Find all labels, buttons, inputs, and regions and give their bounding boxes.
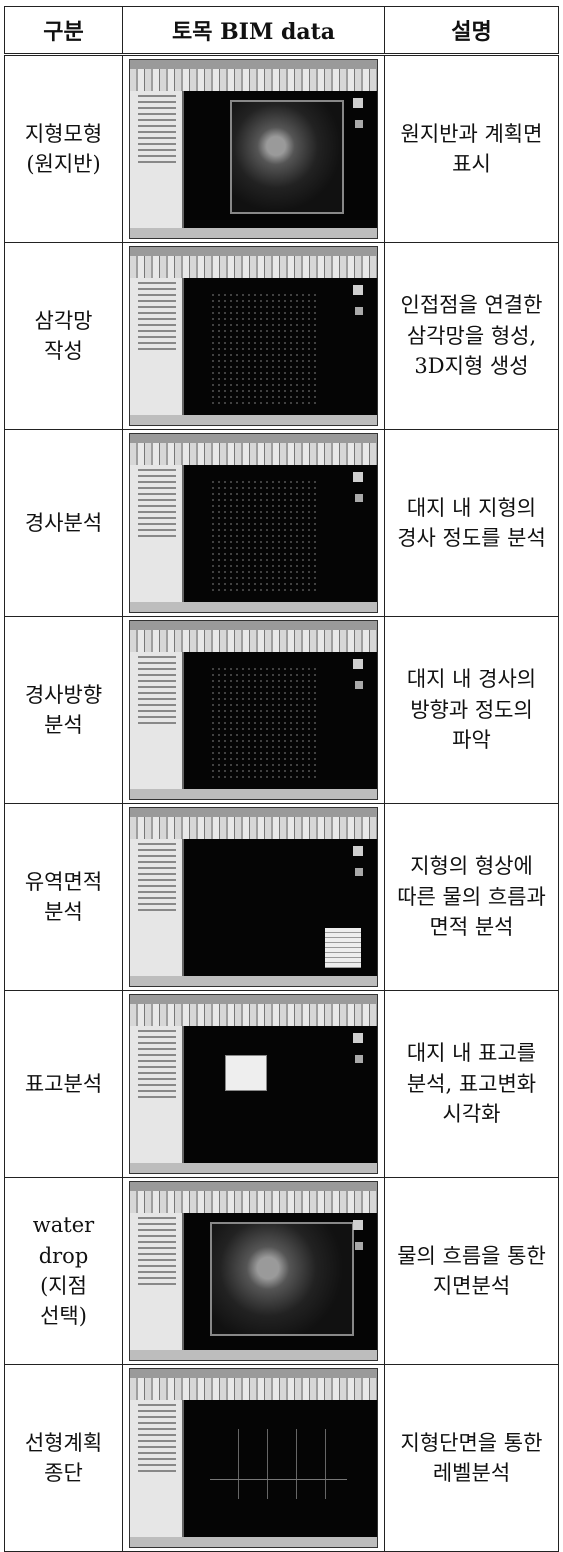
row-description: 대지 내 표고를 분석, 표고변화 시각화: [384, 990, 559, 1178]
row-category: 표고분석: [4, 990, 123, 1178]
table-header-row: 구분 토목 BIM data 설명: [4, 6, 559, 55]
row-description: 인접점을 연결한 삼각망을 형성, 3D지형 생성: [384, 242, 559, 430]
row-category: 경사방향 분석: [4, 616, 123, 804]
row-screenshot-cell: [122, 429, 385, 617]
row-description: 지형의 형상에 따른 물의 흐름과 면적 분석: [384, 803, 559, 991]
table-row: 경사방향 분석 대지 내 경사의 방향과 정도의 파악: [4, 616, 559, 804]
row-description: 물의 흐름을 통한 지면분석: [384, 1177, 559, 1365]
header-description: 설명: [384, 6, 559, 55]
row-screenshot-cell: [122, 54, 385, 243]
row-screenshot-cell: [122, 1364, 385, 1552]
row-category: 삼각망 작성: [4, 242, 123, 430]
table-row: 유역면적 분석 지형의 형상에 따른 물의 흐름과 면적 분석: [4, 803, 559, 991]
row-category: 지형모형 (원지반): [4, 54, 123, 243]
row-category: water drop (지점 선택): [4, 1177, 123, 1365]
profile-section-screenshot: [129, 1368, 378, 1548]
row-description: 원지반과 계획면 표시: [384, 54, 559, 243]
row-category: 경사분석: [4, 429, 123, 617]
table-row: 경사분석 대지 내 지형의 경사 정도를 분석: [4, 429, 559, 617]
row-description: 대지 내 지형의 경사 정도를 분석: [384, 429, 559, 617]
row-category: 유역면적 분석: [4, 803, 123, 991]
table-row: 지형모형 (원지반) 원지반과 계획면 표시: [4, 54, 559, 243]
row-screenshot-cell: [122, 242, 385, 430]
bim-analysis-table: 구분 토목 BIM data 설명 지형모형 (원지반) 원지반과 계획면 표시: [4, 6, 559, 1552]
table-row: water drop (지점 선택) 물의 흐름을 통한 지면분석: [4, 1177, 559, 1365]
slope-direction-screenshot: [129, 620, 378, 800]
terrain-model-screenshot: [129, 59, 378, 239]
row-screenshot-cell: [122, 1177, 385, 1365]
row-screenshot-cell: [122, 616, 385, 804]
table-row: 삼각망 작성 인접점을 연결한 삼각망을 형성, 3D지형 생성: [4, 242, 559, 430]
slope-analysis-screenshot: [129, 433, 378, 613]
watershed-analysis-screenshot: [129, 807, 378, 987]
row-description: 지형단면을 통한 레벨분석: [384, 1364, 559, 1552]
row-description: 대지 내 경사의 방향과 정도의 파악: [384, 616, 559, 804]
table-row: 선형계획 종단 지형단면을 통한 레벨분석: [4, 1364, 559, 1552]
header-bim-data: 토목 BIM data: [122, 6, 385, 55]
row-screenshot-cell: [122, 990, 385, 1178]
header-category: 구분: [4, 6, 123, 55]
row-category: 선형계획 종단: [4, 1364, 123, 1552]
elevation-analysis-screenshot: [129, 994, 378, 1174]
tin-network-screenshot: [129, 246, 378, 426]
water-drop-screenshot: [129, 1181, 378, 1361]
table-row: 표고분석 대지 내 표고를 분석, 표고변화 시각화: [4, 990, 559, 1178]
row-screenshot-cell: [122, 803, 385, 991]
